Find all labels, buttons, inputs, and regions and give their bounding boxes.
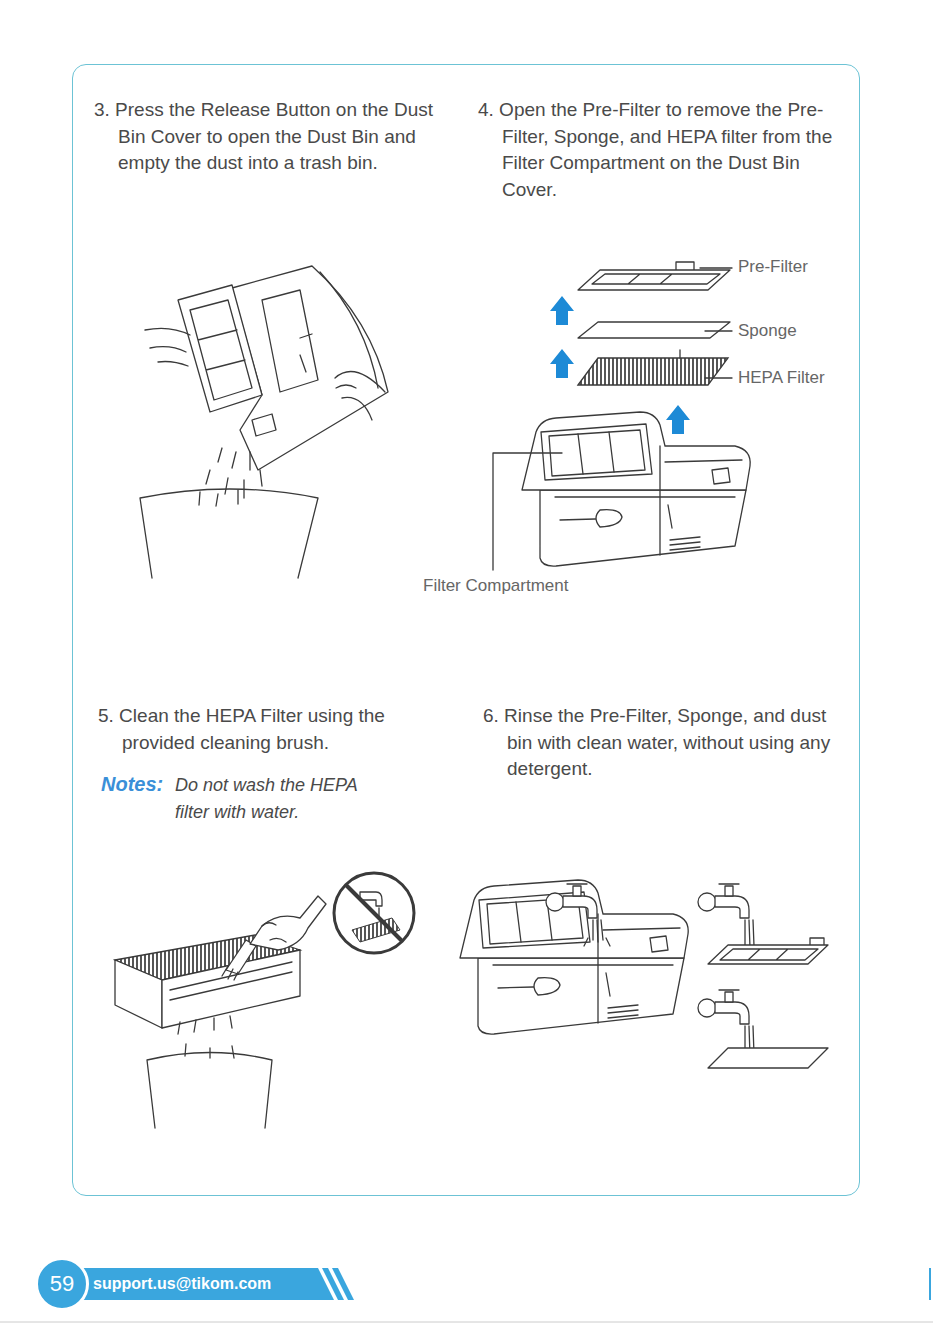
hepa-brushing [115,960,162,1028]
note-text: Do not wash the HEPA filter with water. [175,772,395,825]
hepa-brushing [115,873,414,1128]
rinsing [708,945,828,964]
hepa-brushing [262,923,286,942]
filter-stack [679,350,680,358]
dust-bin-emptying [190,300,252,400]
note-label: Notes: [101,771,163,798]
filter-stack [550,349,574,378]
hepa-brushing [226,940,256,974]
dust-bin-emptying [232,266,388,470]
rinsing [745,920,754,948]
footer-band-tail [0,1268,933,1322]
footer-email: support.us@tikom.com [93,1268,271,1300]
step-text: 6. Rinse the Pre-Filter, Sponge, and dus… [483,703,843,783]
step-text: 5. Clean the HEPA Filter using the provi… [98,703,433,756]
filter-stack [578,270,730,290]
dust-bin-emptying [262,290,318,392]
filter-stack [592,274,720,284]
step-text: 3. Press the Release Button on the Dust … [94,97,444,177]
step-text: 4. Open the Pre-Filter to remove the Pre… [478,97,850,203]
rinsing [720,949,818,960]
rinsing [546,884,597,918]
rinsing [460,880,688,1034]
filter-stack [666,405,690,434]
part-label: Filter Compartment [423,576,568,596]
filter-stack [550,296,574,325]
rinsing [584,920,610,946]
hepa-brushing [250,896,326,950]
rinsing [708,1048,828,1068]
instruction-panel: 3. Press the Release Button on the Dust … [72,64,860,1196]
hepa-brushing [178,1016,234,1058]
page-number: 59 [38,1260,86,1308]
rinsing [460,880,828,1068]
part-label: Sponge [738,321,797,341]
part-label: HEPA Filter [738,368,825,388]
footer-band-tail [0,1322,933,1323]
rinsing [698,884,749,918]
dust-bin-emptying [145,328,190,366]
footer-band-tail [332,1268,354,1300]
dust-bin-emptying [320,272,378,388]
hepa-brushing [147,1053,272,1129]
filter-stack [578,358,728,385]
dust-bin-emptying [140,266,388,578]
hepa-brushing [222,966,238,980]
footer-band-tail [929,1268,931,1300]
dust-bin-emptying [199,448,262,506]
part-label: Pre-Filter [738,257,808,277]
hepa-brushing [334,873,414,953]
page-number-circle: 59 [35,1257,89,1311]
filter-stack [522,412,750,566]
rinsing [698,990,749,1024]
hepa-brushing [346,885,402,941]
filter-stack [578,322,730,338]
dust-bin-emptying [335,372,385,420]
dust-bin-emptying [140,489,318,578]
filter-stack [493,453,562,570]
dust-bin-emptying [252,414,276,436]
dust-bin-emptying [178,285,262,412]
filter-stack [700,268,732,378]
filter-stack [493,262,750,570]
